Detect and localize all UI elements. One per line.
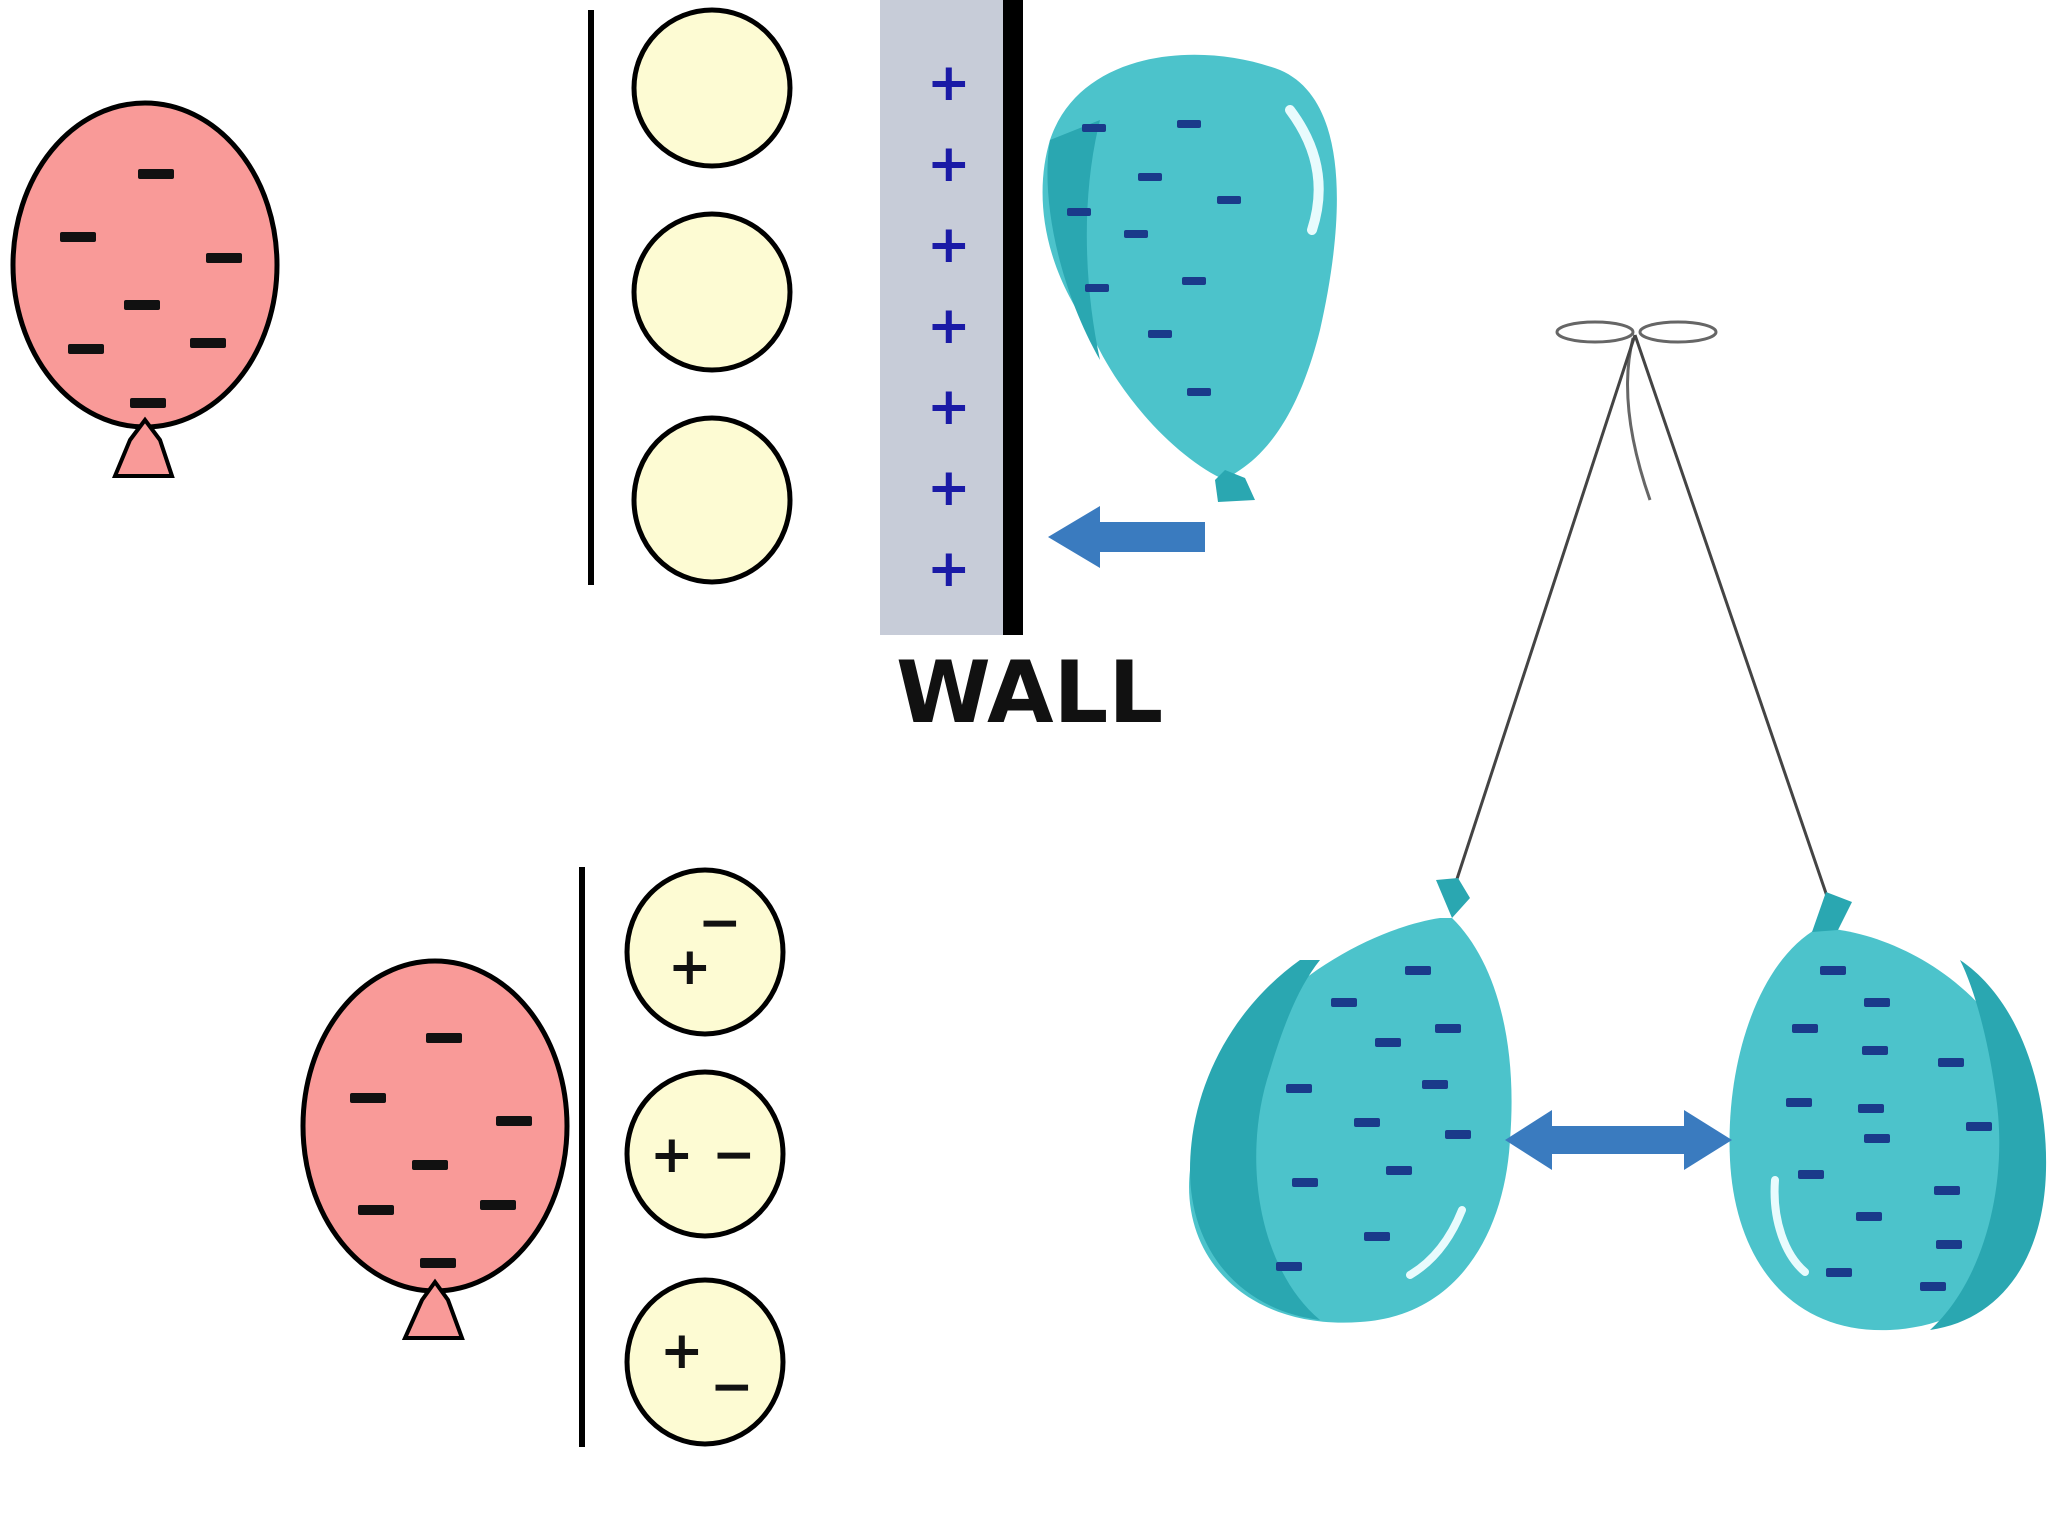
double-arrow-icon (1505, 1110, 1732, 1170)
balloon-negative-charges (1786, 966, 1992, 1291)
positive-charge: + (660, 1321, 704, 1381)
balloon-negative-charges (1276, 966, 1471, 1271)
wall-positive-charge: + (927, 215, 971, 275)
positive-charge: + (650, 1125, 694, 1185)
neutral-atom (631, 211, 793, 373)
arrow-left-icon (1048, 506, 1205, 568)
wall: + + + + + + + WALL (880, 0, 1163, 743)
blue-balloon-hanging-left (1189, 878, 1512, 1323)
negative-charge: − (698, 893, 742, 953)
balloon-negative-charges (60, 169, 242, 408)
wall-positive-charge: + (927, 296, 971, 356)
wall-positive-charge: + (927, 458, 971, 518)
polarized-atom: + − (624, 1069, 786, 1239)
polarized-atoms: + − + − + − (624, 867, 786, 1447)
wall-positive-charge: + (927, 134, 971, 194)
blue-balloon-hanging-right (1729, 892, 2047, 1331)
blue-balloon-on-wall (1042, 54, 1337, 502)
wall-positive-charge: + (927, 539, 971, 599)
red-balloon-top (10, 100, 280, 478)
neutral-atom (631, 7, 793, 169)
wall-label: WALL (896, 643, 1163, 743)
wall-positive-charge: + (927, 377, 971, 437)
hanging-strings (1453, 320, 1832, 906)
negative-charge: − (710, 1357, 754, 1417)
red-balloon-bottom (300, 958, 570, 1340)
polarized-atom: + − (624, 867, 786, 1037)
neutral-atom (631, 415, 793, 585)
neutral-atoms (631, 7, 793, 585)
polarized-atom: + − (624, 1277, 786, 1447)
wall-positive-charge: + (927, 53, 971, 113)
wall-positive-charges: + + + + + + + (927, 53, 971, 599)
negative-charge: − (712, 1125, 756, 1185)
positive-charge: + (668, 937, 712, 997)
balloon-negative-charges (350, 1033, 532, 1268)
balloon-negative-charges (1067, 120, 1241, 396)
